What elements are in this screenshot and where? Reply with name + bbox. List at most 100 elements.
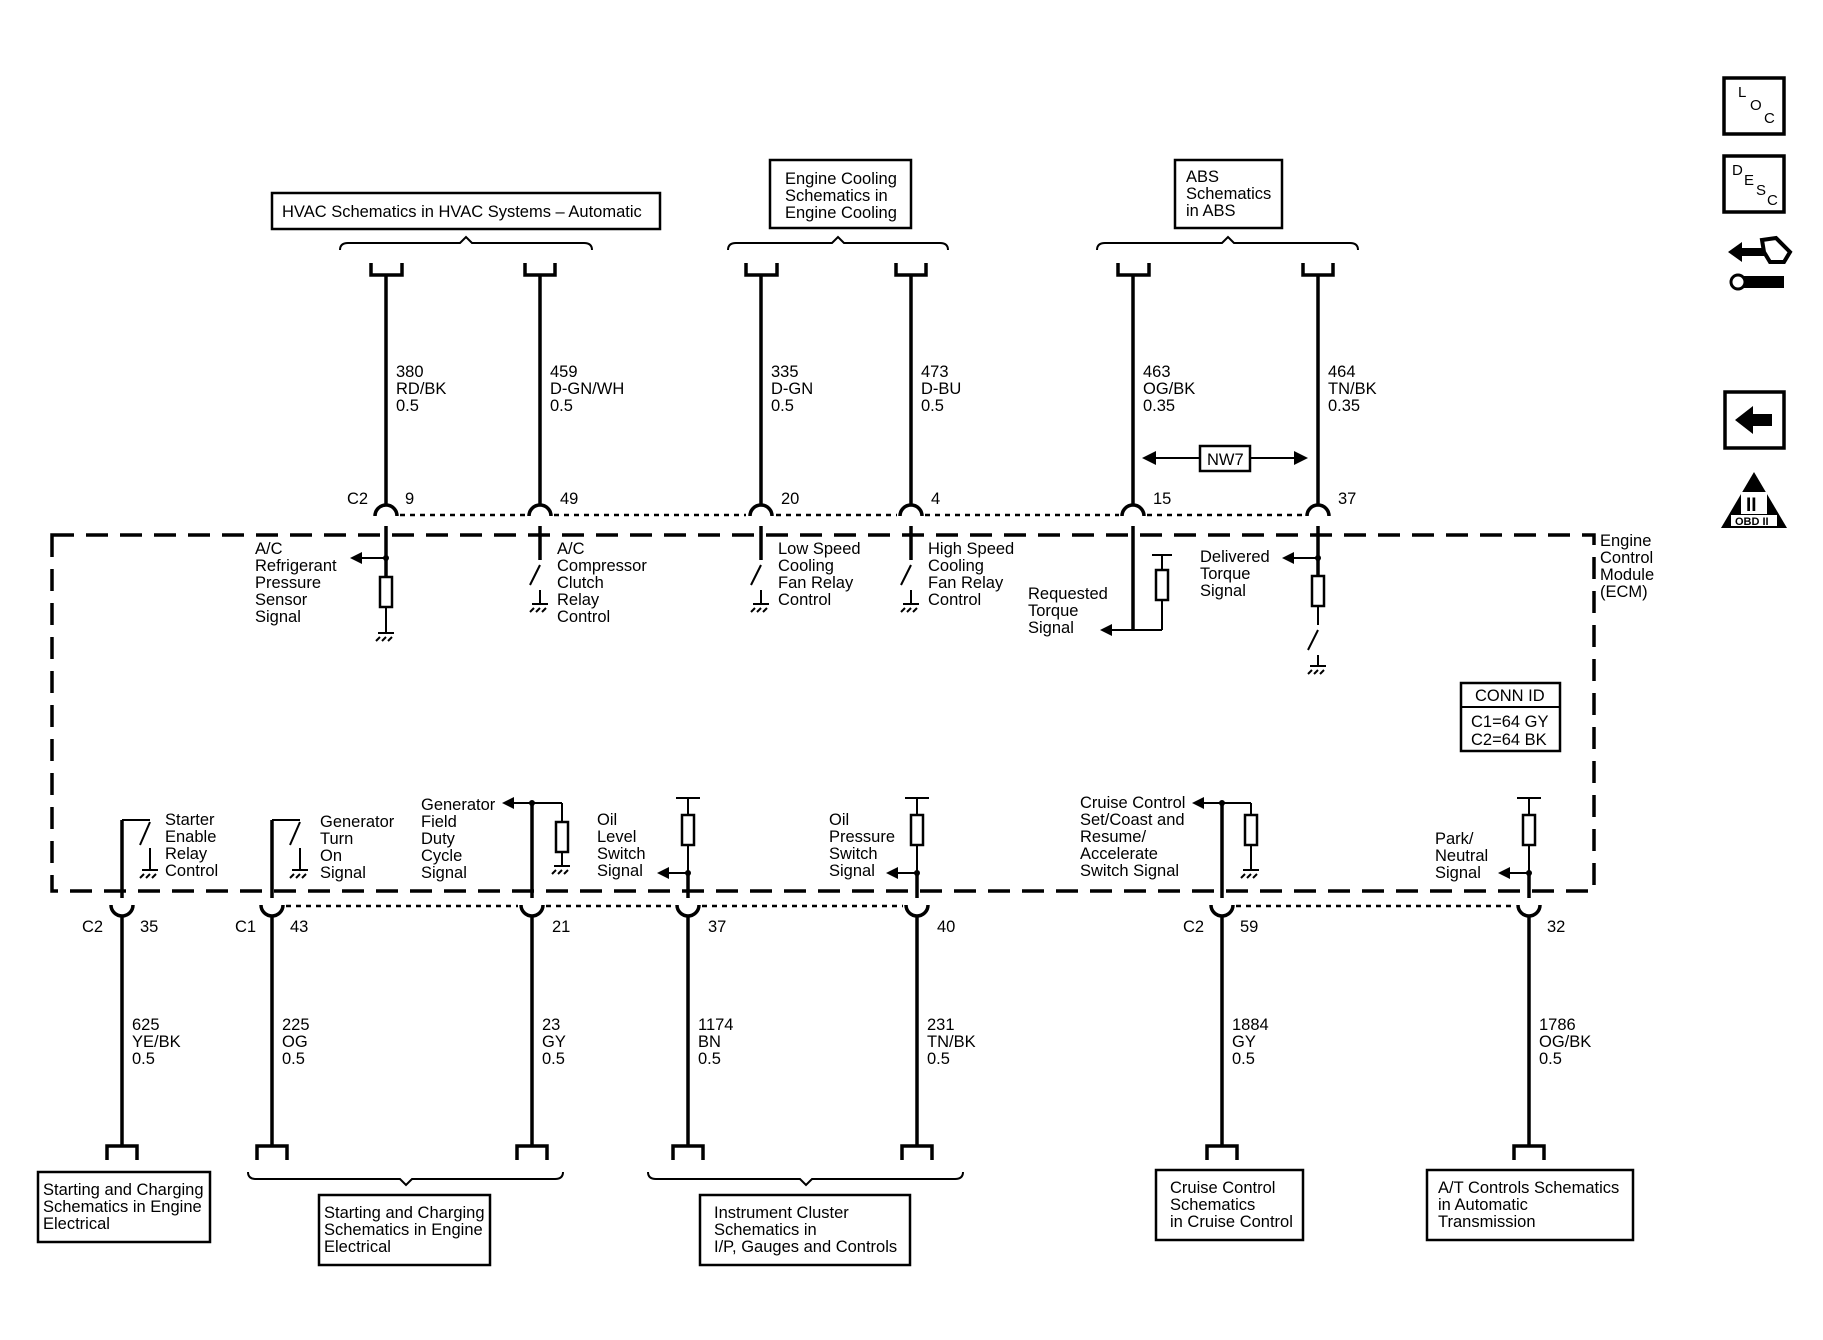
svg-text:Schematics in Engine: Schematics in Engine bbox=[324, 1221, 483, 1239]
svg-text:Control: Control bbox=[165, 862, 218, 880]
svg-text:0.5: 0.5 bbox=[927, 1050, 950, 1068]
svg-text:E: E bbox=[1744, 172, 1754, 189]
wire-label-23: 23 GY 0.5 bbox=[542, 1016, 566, 1068]
svg-text:0.5: 0.5 bbox=[542, 1050, 565, 1068]
svg-text:OG/BK: OG/BK bbox=[1539, 1033, 1591, 1051]
svg-text:32: 32 bbox=[1547, 918, 1565, 936]
wire-label-464: 464 TN/BK 0.35 bbox=[1328, 363, 1377, 415]
svg-text:GY: GY bbox=[542, 1033, 566, 1051]
svg-text:Signal: Signal bbox=[1028, 619, 1074, 637]
svg-text:37: 37 bbox=[708, 918, 726, 936]
ref-box-engine-cooling[interactable]: Engine Cooling Schematics in Engine Cool… bbox=[768, 158, 913, 230]
svg-text:Signal: Signal bbox=[1200, 582, 1246, 600]
svg-text:Starter: Starter bbox=[165, 811, 215, 829]
svg-text:C2: C2 bbox=[347, 490, 368, 508]
svg-text:Control: Control bbox=[778, 591, 831, 609]
desc-button[interactable]: D E S C bbox=[1722, 154, 1786, 214]
svg-text:in Automatic: in Automatic bbox=[1438, 1196, 1528, 1214]
svg-text:Control: Control bbox=[1600, 549, 1653, 567]
svg-text:RD/BK: RD/BK bbox=[396, 380, 446, 398]
svg-text:Starting and Charging: Starting and Charging bbox=[324, 1204, 485, 1222]
svg-text:Pressure: Pressure bbox=[829, 828, 895, 846]
svg-text:59: 59 bbox=[1240, 918, 1258, 936]
svg-text:Electrical: Electrical bbox=[43, 1215, 110, 1233]
ecm-module-name: Engine Control Module (ECM) bbox=[1600, 532, 1654, 601]
svg-text:Oil: Oil bbox=[597, 811, 617, 829]
svg-text:Neutral: Neutral bbox=[1435, 847, 1488, 865]
svg-text:37: 37 bbox=[1338, 490, 1356, 508]
internal-ac-compressor-switch: A/C Compressor Clutch Relay Control bbox=[529, 526, 647, 626]
svg-text:Sensor: Sensor bbox=[255, 591, 308, 609]
svg-text:23: 23 bbox=[542, 1016, 560, 1034]
svg-text:Engine Cooling: Engine Cooling bbox=[785, 204, 897, 222]
svg-text:in Cruise Control: in Cruise Control bbox=[1170, 1213, 1293, 1231]
ref-box-abs[interactable]: ABS Schematics in ABS bbox=[1173, 158, 1284, 230]
svg-text:Schematics in: Schematics in bbox=[714, 1221, 817, 1239]
svg-text:C2: C2 bbox=[1183, 918, 1204, 936]
svg-text:15: 15 bbox=[1153, 490, 1171, 508]
obd-ii-icon[interactable]: II OBD II bbox=[1721, 472, 1787, 528]
ref-box-hvac[interactable]: HVAC Schematics in HVAC Systems – Automa… bbox=[270, 191, 662, 231]
svg-text:CONN ID: CONN ID bbox=[1475, 687, 1545, 705]
bottom-wires bbox=[120, 915, 1531, 1146]
connector-wrench-icon[interactable] bbox=[1728, 235, 1793, 291]
svg-text:459: 459 bbox=[550, 363, 578, 381]
svg-text:Refrigerant: Refrigerant bbox=[255, 557, 337, 575]
svg-text:Signal: Signal bbox=[829, 862, 875, 880]
ecm-module-boundary bbox=[50, 533, 1596, 893]
svg-text:Pressure: Pressure bbox=[255, 574, 321, 592]
svg-text:Level: Level bbox=[597, 828, 636, 846]
svg-text:0.5: 0.5 bbox=[1539, 1050, 1562, 1068]
svg-text:S: S bbox=[1756, 182, 1766, 199]
svg-text:Park/: Park/ bbox=[1435, 830, 1474, 848]
internal-generator-turn-on: Generator Turn On Signal bbox=[270, 813, 395, 898]
internal-park-neutral: Park/ Neutral Signal bbox=[1435, 797, 1541, 898]
svg-text:0.5: 0.5 bbox=[132, 1050, 155, 1068]
svg-text:A/C: A/C bbox=[255, 540, 283, 558]
svg-text:Low Speed: Low Speed bbox=[778, 540, 861, 558]
ref-box-instrument-cluster[interactable]: Instrument Cluster Schematics in I/P, Ga… bbox=[698, 1193, 912, 1267]
ref-box-starting-charging-2[interactable]: Starting and Charging Schematics in Engi… bbox=[317, 1193, 492, 1267]
svg-text:O: O bbox=[1750, 97, 1762, 114]
svg-text:473: 473 bbox=[921, 363, 949, 381]
internal-oil-pressure: Oil Pressure Switch Signal bbox=[829, 797, 929, 898]
svg-text:0.5: 0.5 bbox=[771, 397, 794, 415]
svg-text:0.5: 0.5 bbox=[698, 1050, 721, 1068]
svg-text:Relay: Relay bbox=[165, 845, 208, 863]
ref-box-starting-charging-1[interactable]: Starting and Charging Schematics in Engi… bbox=[36, 1170, 212, 1244]
svg-text:Accelerate: Accelerate bbox=[1080, 845, 1158, 863]
wire-label-231: 231 TN/BK 0.5 bbox=[927, 1016, 976, 1068]
svg-text:463: 463 bbox=[1143, 363, 1171, 381]
svg-text:OG/BK: OG/BK bbox=[1143, 380, 1195, 398]
svg-text:Requested: Requested bbox=[1028, 585, 1108, 603]
svg-text:BN: BN bbox=[698, 1033, 721, 1051]
bottom-braces bbox=[247, 1171, 964, 1187]
svg-text:Schematics in Engine: Schematics in Engine bbox=[43, 1198, 202, 1216]
svg-text:Oil: Oil bbox=[829, 811, 849, 829]
ref-box-at-controls[interactable]: A/T Controls Schematics in Automatic Tra… bbox=[1425, 1168, 1635, 1242]
internal-low-speed-fan-switch: Low Speed Cooling Fan Relay Control bbox=[750, 526, 861, 613]
svg-text:Control: Control bbox=[928, 591, 981, 609]
svg-text:0.35: 0.35 bbox=[1328, 397, 1360, 415]
internal-generator-field: Generator Field Duty Cycle Signal bbox=[421, 796, 570, 898]
svg-text:49: 49 bbox=[560, 490, 578, 508]
svg-text:Generator: Generator bbox=[421, 796, 496, 814]
wire-label-459: 459 D-GN/WH 0.5 bbox=[550, 363, 624, 415]
bottom-connectors bbox=[105, 1144, 1546, 1160]
ref-box-cruise-control[interactable]: Cruise Control Schematics in Cruise Cont… bbox=[1154, 1168, 1305, 1242]
svg-text:Signal: Signal bbox=[421, 864, 467, 882]
svg-text:OBD II: OBD II bbox=[1735, 516, 1769, 528]
internal-ac-refrigerant-sensor: A/C Refrigerant Pressure Sensor Signal bbox=[255, 526, 394, 642]
svg-text:0.5: 0.5 bbox=[550, 397, 573, 415]
svg-text:Engine Cooling: Engine Cooling bbox=[785, 170, 897, 188]
loc-button[interactable]: L O C bbox=[1722, 76, 1786, 136]
wire-label-225: 225 OG 0.5 bbox=[282, 1016, 310, 1068]
svg-text:Module: Module bbox=[1600, 566, 1654, 584]
svg-text:Resume/: Resume/ bbox=[1080, 828, 1146, 846]
svg-text:1786: 1786 bbox=[1539, 1016, 1576, 1034]
back-arrow-button[interactable] bbox=[1723, 390, 1786, 450]
svg-text:Switch: Switch bbox=[597, 845, 646, 863]
svg-text:Cruise Control: Cruise Control bbox=[1080, 794, 1185, 812]
svg-text:Field: Field bbox=[421, 813, 457, 831]
network-nw7: NW7 bbox=[1142, 444, 1308, 473]
